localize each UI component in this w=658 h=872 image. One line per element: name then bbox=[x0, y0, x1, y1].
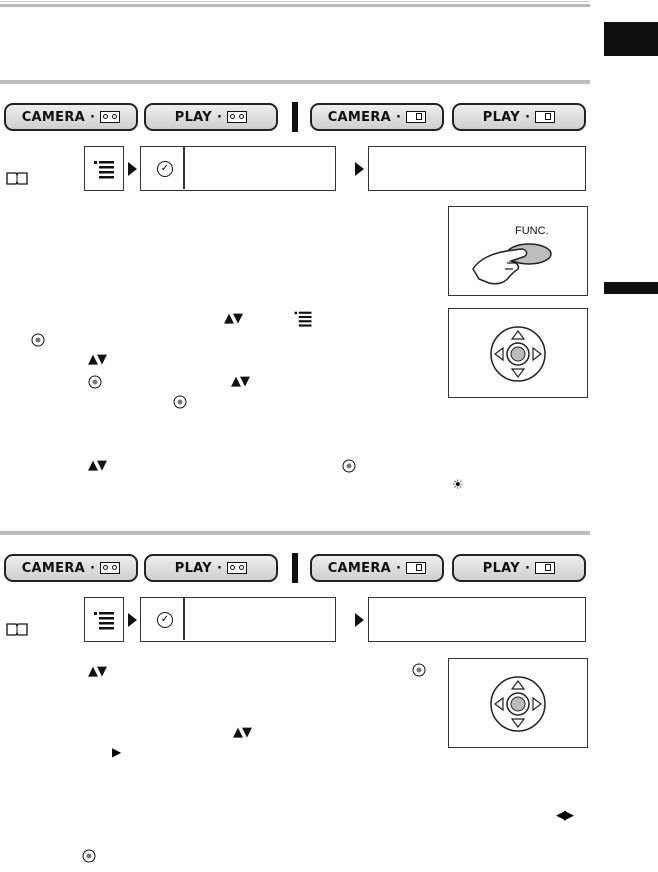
joystick-icon bbox=[490, 326, 546, 382]
chapter-thumb-tab bbox=[604, 22, 658, 56]
left-right-icon: ◀▶ bbox=[556, 808, 574, 823]
up-down-icon: ▲▼ bbox=[233, 725, 252, 740]
mode-play-card: PLAY · bbox=[452, 103, 586, 131]
mode-label: CAMERA bbox=[21, 560, 86, 576]
card-icon bbox=[406, 562, 427, 574]
card-icon bbox=[535, 562, 556, 574]
tape-icon bbox=[100, 562, 121, 574]
menu-icon bbox=[94, 611, 114, 629]
joystick-small-icon bbox=[88, 375, 102, 389]
mode-divider bbox=[292, 102, 298, 132]
mode-label: PLAY bbox=[174, 560, 212, 576]
mode-separator: · bbox=[90, 560, 96, 576]
func-button-illustration: FUNC. bbox=[448, 206, 588, 296]
menu-icon bbox=[294, 311, 312, 327]
menu-path-setting-box bbox=[368, 146, 586, 191]
joystick-illustration bbox=[448, 658, 588, 748]
mode-camera-tape: CAMERA· bbox=[4, 554, 138, 582]
menu-path-step-divider bbox=[183, 598, 185, 640]
mode-separator: · bbox=[525, 560, 531, 576]
joystick-small-icon bbox=[82, 849, 96, 863]
menu-path-step-box: ✓ bbox=[140, 146, 336, 191]
menu-path-arrow bbox=[128, 613, 137, 627]
mode-label: PLAY bbox=[482, 560, 520, 576]
mode-separator: · bbox=[217, 560, 223, 576]
mode-camera-card: CAMERA· bbox=[310, 103, 444, 131]
mode-play-tape: PLAY · bbox=[144, 103, 278, 131]
menu-icon-box bbox=[84, 597, 124, 642]
menu-path-setting-box bbox=[368, 597, 586, 642]
mode-label: PLAY bbox=[482, 109, 520, 125]
mode-separator: · bbox=[396, 109, 402, 125]
mode-divider bbox=[292, 553, 298, 583]
brightness-icon: ☀ bbox=[452, 478, 464, 493]
mode-separator: · bbox=[90, 109, 96, 125]
menu-icon bbox=[94, 160, 114, 178]
mode-play-card: PLAY · bbox=[452, 554, 586, 582]
joystick-illustration bbox=[448, 308, 588, 398]
tape-icon bbox=[227, 562, 248, 574]
joystick-icon bbox=[490, 676, 546, 732]
mode-label: CAMERA bbox=[21, 109, 86, 125]
mode-camera-card: CAMERA· bbox=[310, 554, 444, 582]
joystick-small-icon bbox=[342, 459, 356, 473]
mode-separator: · bbox=[396, 560, 402, 576]
menu-path-step-divider bbox=[183, 147, 185, 189]
mode-separator: · bbox=[217, 109, 223, 125]
mode-play-tape: PLAY · bbox=[144, 554, 278, 582]
tape-icon bbox=[227, 111, 248, 123]
up-down-icon: ▲▼ bbox=[224, 311, 243, 326]
book-icon bbox=[6, 172, 28, 185]
mode-label: CAMERA bbox=[327, 560, 392, 576]
joystick-small-icon bbox=[412, 663, 426, 677]
menu-path-arrow bbox=[355, 162, 364, 176]
mode-camera-tape: CAMERA· bbox=[4, 103, 138, 131]
book-icon bbox=[6, 623, 28, 636]
joystick-small-icon bbox=[173, 395, 187, 409]
section-1-rule bbox=[0, 80, 590, 84]
mode-separator: · bbox=[525, 109, 531, 125]
tape-icon bbox=[100, 111, 121, 123]
up-down-icon: ▲▼ bbox=[88, 352, 107, 367]
func-button-label: FUNC. bbox=[515, 225, 549, 237]
menu-path-arrow bbox=[128, 162, 137, 176]
header-rule-thin bbox=[0, 1, 590, 2]
up-down-icon: ▲▼ bbox=[88, 664, 107, 679]
section-thumb-tab bbox=[604, 282, 658, 294]
joystick-small-icon bbox=[31, 333, 45, 347]
menu-path-step-box: ✓ bbox=[140, 597, 336, 642]
menu-path-arrow bbox=[355, 613, 364, 627]
func-button-hand-icon bbox=[472, 243, 552, 285]
mode-label: PLAY bbox=[174, 109, 212, 125]
card-icon bbox=[535, 111, 556, 123]
up-down-icon: ▲▼ bbox=[88, 458, 107, 473]
right-icon: ▶ bbox=[112, 745, 122, 759]
header-rule bbox=[0, 4, 590, 7]
mode-label: CAMERA bbox=[327, 109, 392, 125]
card-icon bbox=[406, 111, 427, 123]
up-down-icon: ▲▼ bbox=[231, 374, 250, 389]
check-icon: ✓ bbox=[157, 161, 173, 177]
section-2-rule bbox=[0, 531, 590, 535]
menu-icon-box bbox=[84, 146, 124, 191]
check-icon: ✓ bbox=[157, 612, 173, 628]
